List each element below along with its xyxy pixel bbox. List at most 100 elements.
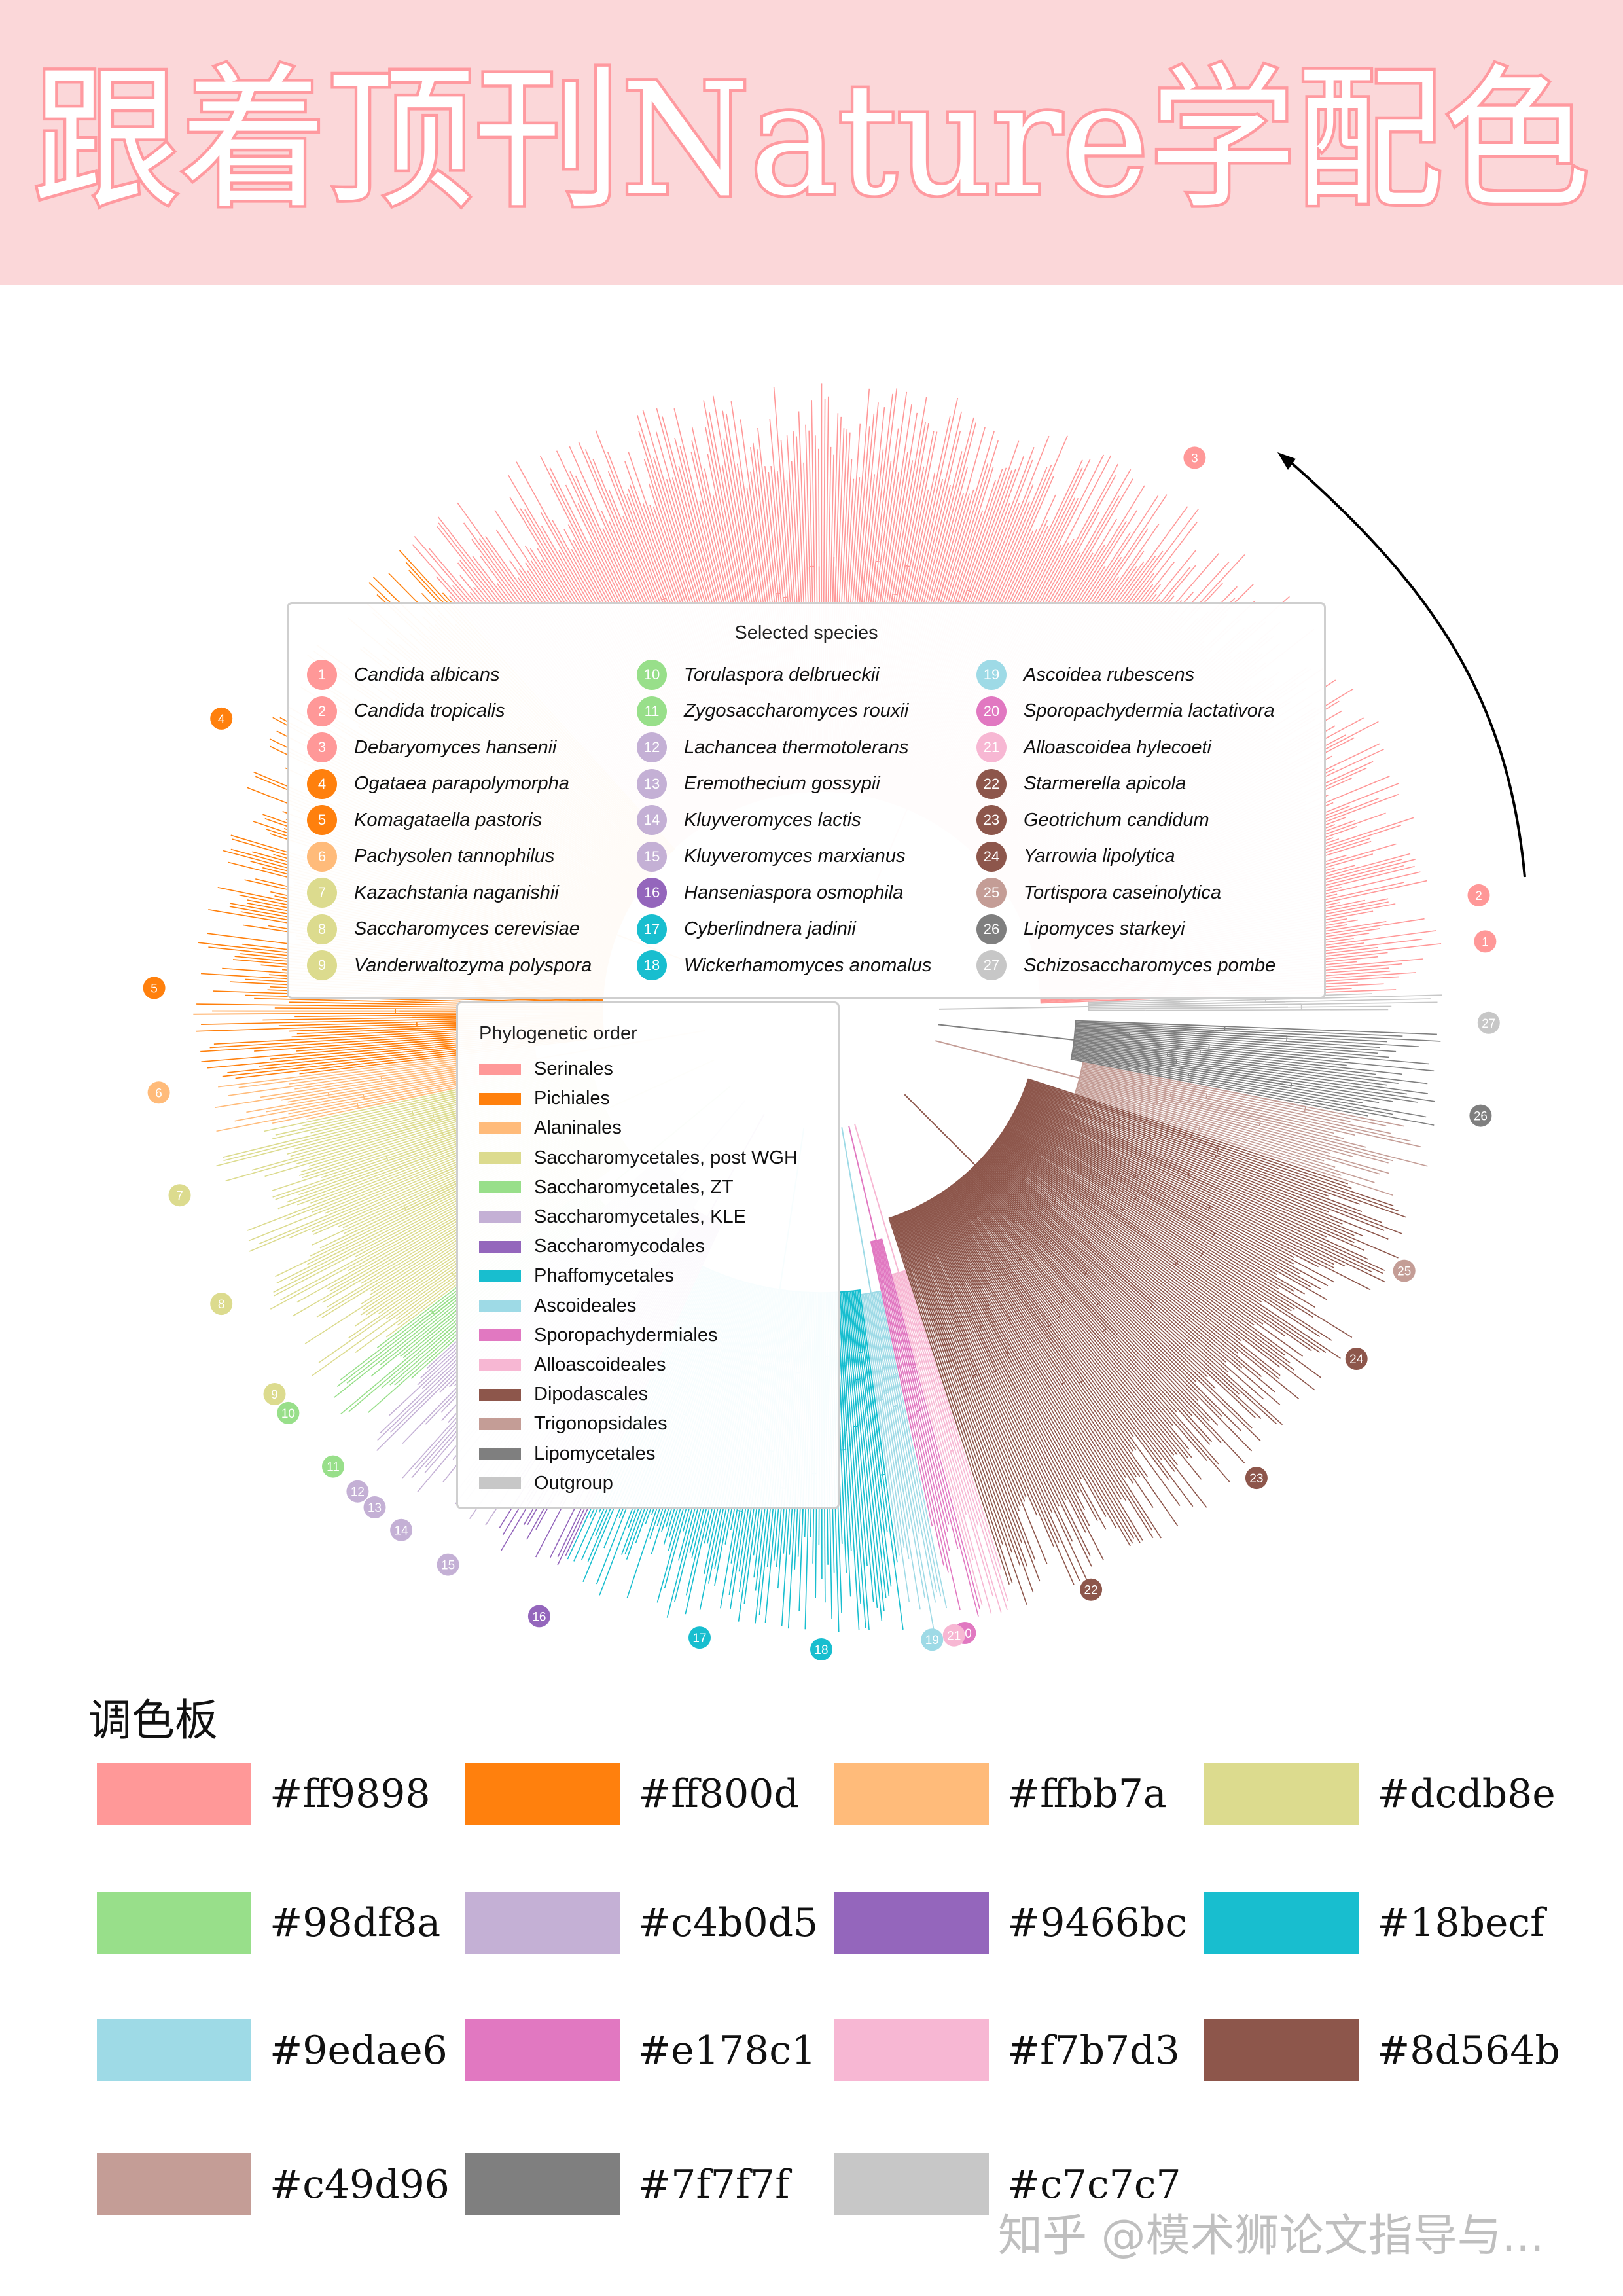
tree-branch	[1021, 1096, 1133, 1145]
palette-hex-code: #c49d96	[270, 2161, 450, 2208]
tree-branch	[1116, 1095, 1390, 1174]
tree-branch	[1007, 1124, 1162, 1221]
tree-branch	[904, 489, 929, 604]
tree-branch	[251, 1127, 403, 1171]
species-number-badge: 5	[307, 805, 337, 835]
tree-branch	[906, 1211, 978, 1374]
tree-branch	[1071, 1054, 1238, 1085]
palette-swatch	[834, 1763, 989, 1825]
tree-branch	[288, 1059, 467, 1085]
tree-branch	[302, 1138, 424, 1179]
tree-branch	[300, 1116, 480, 1173]
tree-branch	[929, 1200, 990, 1306]
tree-branch	[1223, 1113, 1428, 1167]
tree-branch	[878, 1291, 914, 1460]
tree-branch	[854, 1124, 900, 1273]
tree-branch	[863, 1294, 886, 1443]
tree-branch	[857, 1290, 880, 1446]
palette-hex-code: #c4b0d5	[638, 1899, 819, 1946]
tree-branch	[1188, 1073, 1363, 1103]
order-name: Outgroup	[534, 1472, 613, 1494]
tree-branch	[262, 1017, 412, 1021]
tree-branch	[909, 1314, 993, 1596]
tree-branch	[889, 1490, 900, 1556]
tree-branch	[870, 1293, 889, 1393]
order-color-swatch	[479, 1359, 521, 1371]
tree-branch	[899, 1213, 945, 1327]
tree-branch	[1287, 1035, 1387, 1043]
tree-branch	[1050, 1389, 1143, 1541]
species-marker-dot	[147, 1081, 170, 1104]
tree-branch	[768, 472, 781, 596]
tree-branch	[914, 1371, 979, 1617]
palette-hex-code: #c7c7c7	[1007, 2161, 1181, 2208]
tree-branch	[897, 1272, 911, 1314]
tree-branch	[950, 1185, 1011, 1266]
species-marker-label: 22	[1084, 1584, 1098, 1598]
tree-branch	[791, 461, 800, 596]
tree-branch	[1246, 1126, 1353, 1157]
tree-branch	[1123, 1208, 1321, 1337]
tree-branch	[1081, 1069, 1262, 1112]
tree-branch	[965, 1465, 1008, 1602]
tree-branch	[1071, 1056, 1154, 1072]
species-marker: 24	[1345, 1348, 1368, 1370]
species-marker: 12	[346, 1480, 369, 1503]
tree-branch	[853, 1363, 878, 1608]
tree-branch	[1012, 1365, 1098, 1521]
tree-branch	[1010, 1319, 1122, 1500]
tree-branch	[1166, 1107, 1330, 1154]
species-name: Lachancea thermotolerans	[684, 736, 909, 758]
tree-branch	[838, 1292, 848, 1432]
tree-branch	[965, 1281, 1080, 1494]
order-legend-item: Outgroup	[479, 1469, 613, 1498]
tree-branch	[1075, 1092, 1281, 1160]
tree-branch	[1007, 1245, 1175, 1456]
palette-hex-code: #9466bc	[1007, 1899, 1187, 1946]
tree-branch	[892, 1391, 920, 1534]
tree-branch	[825, 396, 829, 605]
tree-branch	[884, 1474, 898, 1563]
tree-branch	[1073, 1045, 1177, 1060]
tree-branch	[1089, 1110, 1363, 1212]
tree-branch	[899, 1214, 970, 1397]
tree-branch	[977, 1162, 1107, 1287]
tree-branch	[1079, 1079, 1158, 1102]
tree-branch	[1080, 1073, 1296, 1128]
tree-branch	[908, 1210, 969, 1346]
tree-branch	[1025, 1087, 1072, 1107]
tree-branch	[1035, 1291, 1175, 1472]
tree-branch	[844, 1291, 850, 1352]
species-marker-label: 1	[1482, 935, 1489, 949]
tree-branch	[1075, 1033, 1124, 1040]
tree-branch	[866, 1293, 884, 1400]
tree-branch	[901, 1213, 967, 1377]
tree-branch	[1291, 1082, 1418, 1103]
tree-branch	[936, 1195, 993, 1283]
species-marker-dot	[1477, 1011, 1500, 1034]
tree-branch	[1082, 1066, 1207, 1095]
tree-branch	[1088, 1001, 1181, 1005]
tree-branch	[990, 1228, 1207, 1508]
tree-branch	[1075, 1021, 1163, 1027]
tree-branch	[228, 1062, 459, 1096]
tree-branch	[937, 1335, 1021, 1566]
tree-branch	[910, 1209, 954, 1303]
tree-branch	[950, 1361, 1028, 1567]
tree-branch	[848, 1291, 857, 1363]
tree-branch	[914, 1406, 950, 1551]
species-marker-dot	[1345, 1348, 1368, 1370]
order-color-swatch	[479, 1092, 521, 1105]
species-markers: 1234567891011121314151617181920212223242…	[143, 446, 1500, 1660]
palette-swatch	[465, 1892, 620, 1954]
tree-branch	[312, 1164, 467, 1232]
species-marker-dot	[1183, 446, 1206, 469]
tree-branch	[1160, 1219, 1353, 1338]
